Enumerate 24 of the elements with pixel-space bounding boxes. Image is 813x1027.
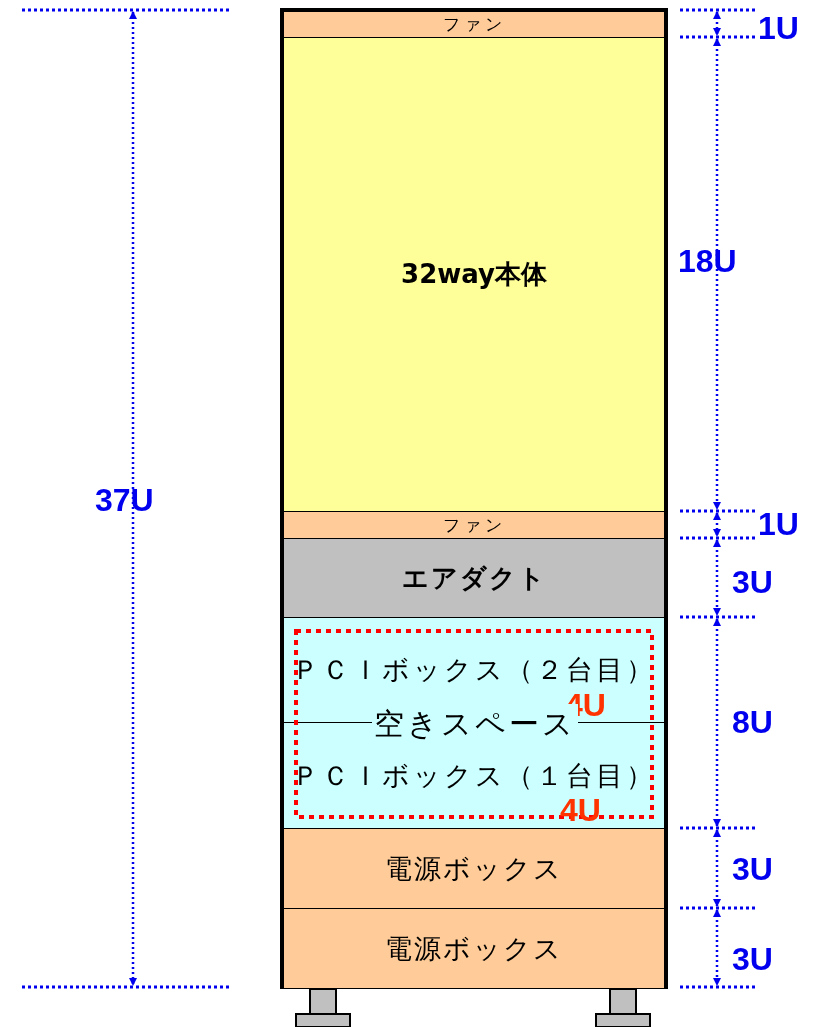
dimension-label: 3U: [732, 564, 773, 601]
dimension-label: 8U: [732, 704, 773, 741]
dimension-label: 37U: [95, 482, 154, 519]
dimension-label: 18U: [678, 243, 737, 280]
dimension-label: 1U: [758, 10, 799, 47]
dimension-label: 3U: [732, 851, 773, 888]
rack-frame: [280, 8, 668, 989]
dimension-label: 1U: [758, 506, 799, 543]
unit-label: ＰＣＩボックス（２台目）: [292, 653, 656, 687]
fan-unit: [284, 511, 664, 538]
unit-label: ファン: [442, 13, 506, 36]
unit-label: 電源ボックス: [385, 851, 563, 886]
dimension-label: 3U: [732, 941, 773, 978]
unit-label: 32way本体: [401, 258, 547, 291]
unit-label: ファン: [442, 513, 506, 537]
power-box: [284, 908, 664, 988]
unit-label: 電源ボックス: [385, 931, 563, 966]
main-unit: [284, 37, 664, 511]
unit-label: エアダクト: [401, 561, 547, 595]
size-label: 4U: [560, 792, 601, 829]
air-duct: [284, 538, 664, 617]
power-box: [284, 828, 664, 908]
fan-unit: [284, 12, 664, 37]
unit-label: ＰＣＩボックス（１台目）: [292, 758, 656, 793]
